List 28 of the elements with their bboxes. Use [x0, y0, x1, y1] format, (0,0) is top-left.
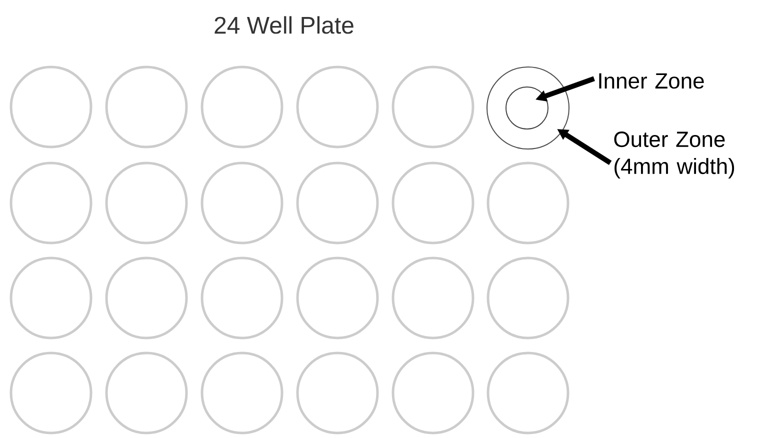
well-circle [392, 162, 474, 244]
well-circle [296, 256, 379, 340]
well-circle [392, 66, 474, 148]
title: 24 Well Plate [214, 16, 354, 34]
well-circle [105, 256, 188, 340]
well-circle [10, 256, 92, 340]
well-circle [105, 352, 188, 434]
inner-circle [506, 86, 548, 130]
well-circle [486, 66, 570, 150]
zone-label: Inner Zone [599, 73, 704, 89]
well-circle [296, 66, 379, 148]
well-circle [10, 66, 92, 148]
well-circle [486, 162, 570, 244]
well-circle [105, 162, 188, 244]
well-circle [105, 66, 188, 148]
well-circle [486, 256, 570, 340]
well-circle [10, 162, 92, 244]
well-circle [200, 162, 284, 244]
well-circle [10, 352, 92, 434]
well-circle [200, 66, 284, 148]
well-circle [392, 352, 474, 434]
well-circle [392, 256, 474, 340]
well-circle [200, 352, 284, 434]
well-circle [296, 352, 379, 434]
well-circle [200, 256, 284, 340]
well-circle [296, 162, 379, 244]
well-circle [486, 352, 570, 434]
zone-label: Outer Zone (4mm width) [614, 132, 734, 178]
